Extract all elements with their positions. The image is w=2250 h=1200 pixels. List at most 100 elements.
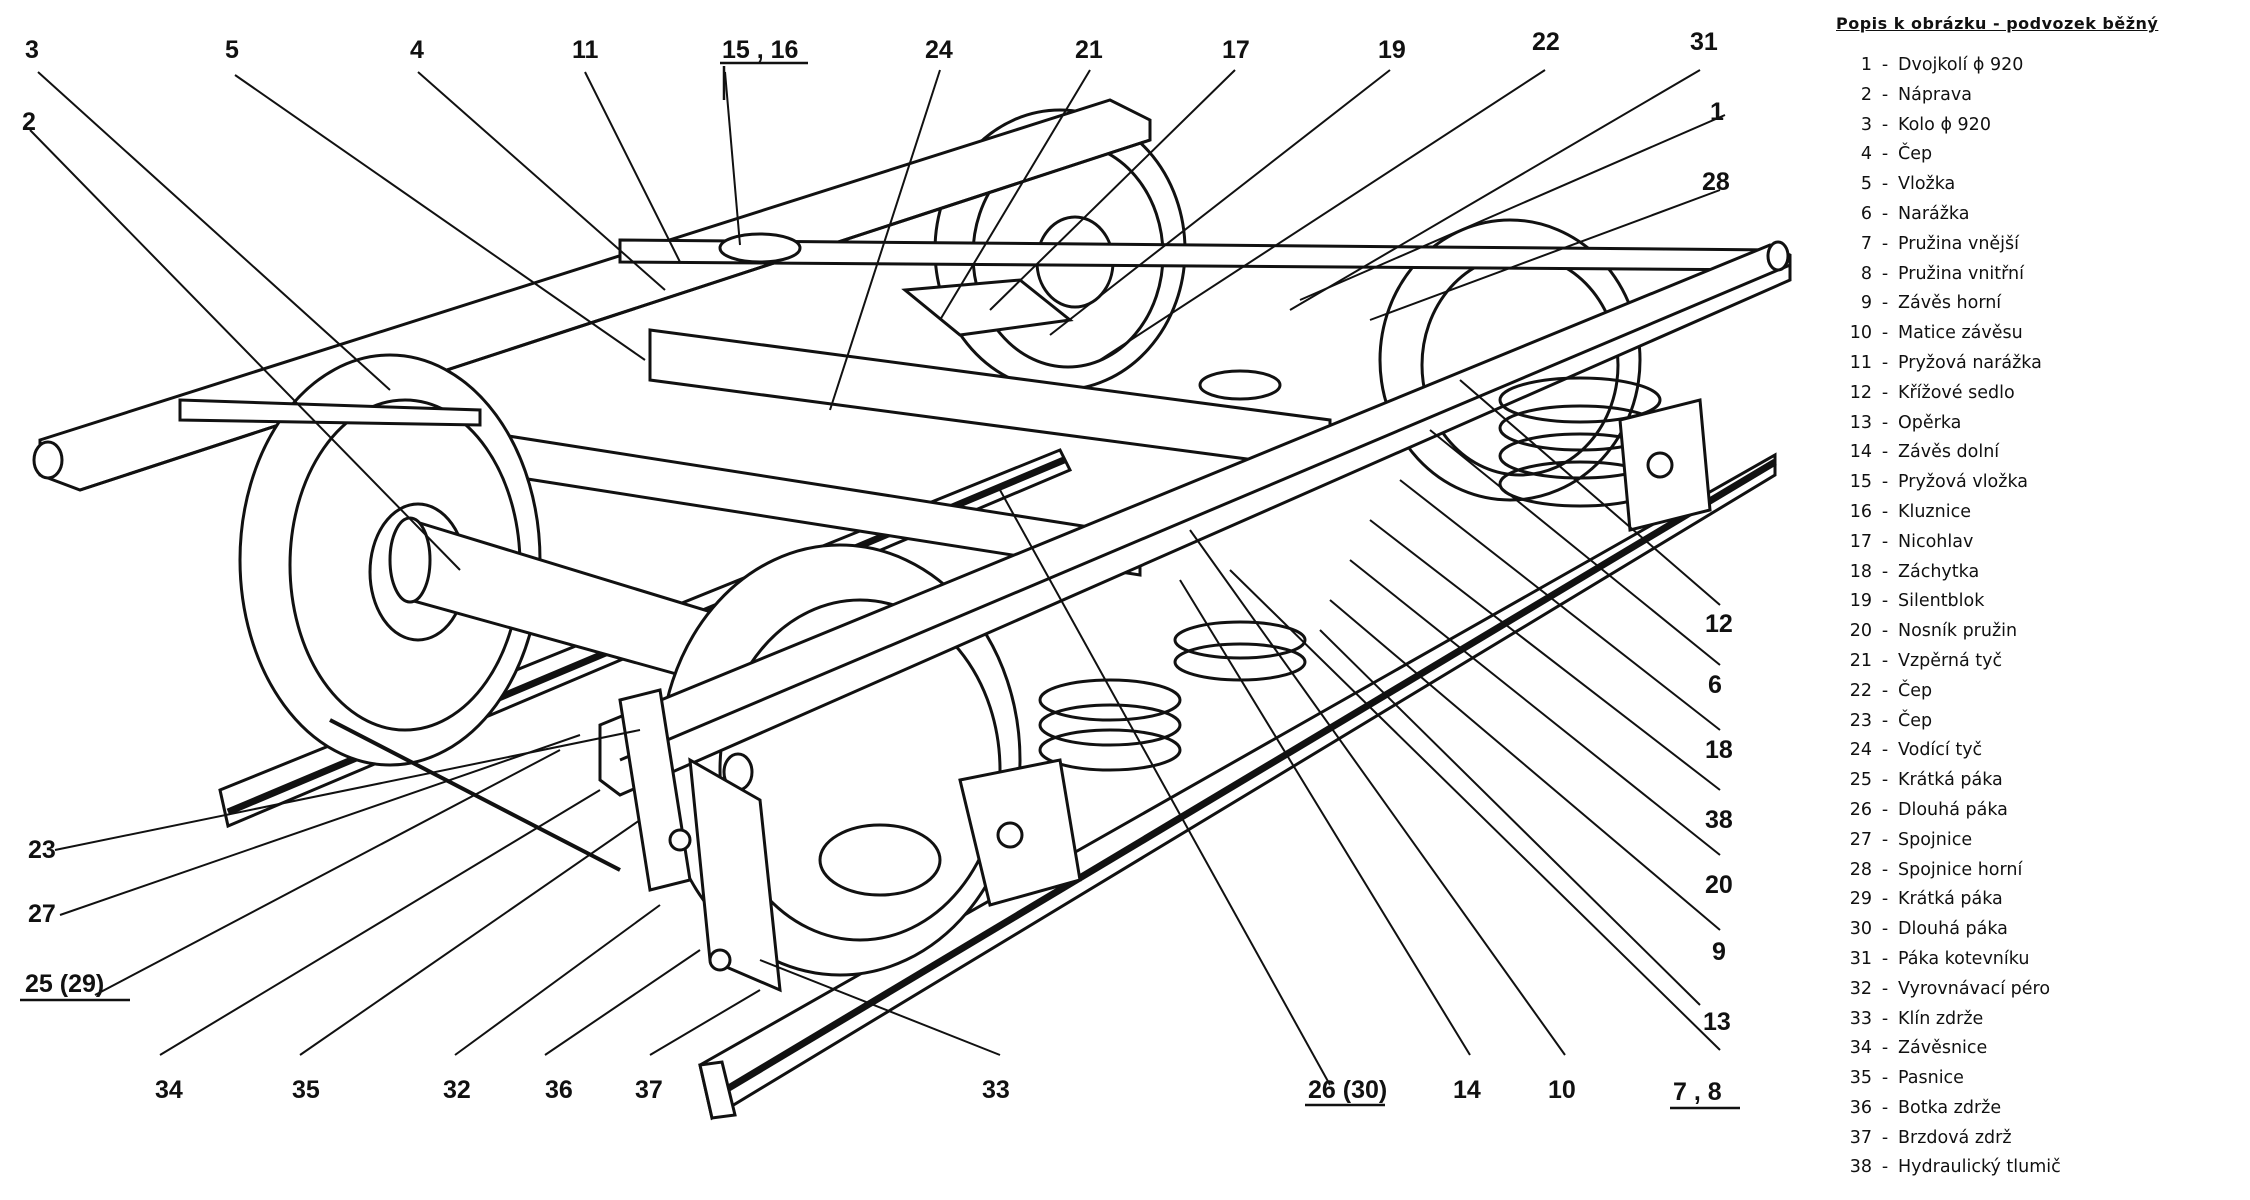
legend-item-dash: -: [1881, 859, 1889, 880]
legend-item-label: Pružina vnější: [1898, 233, 2020, 254]
callout-36: 36: [545, 1076, 573, 1104]
legend-item-number: 28: [1849, 859, 1872, 880]
callout-21: 21: [1075, 36, 1103, 64]
legend-item-dash: -: [1881, 978, 1889, 999]
legend-item-label: Vložka: [1898, 174, 1956, 195]
legend-item: 2-Náprava: [1836, 81, 2236, 111]
legend-item-dash: -: [1881, 412, 1889, 433]
legend-item: 23-Čep: [1836, 707, 2236, 737]
legend-item-number: 25: [1849, 770, 1872, 791]
legend-item-number: 6: [1860, 203, 1872, 224]
callout-38: 38: [1705, 806, 1733, 834]
legend-item: 18-Záchytka: [1836, 558, 2236, 588]
axle-box-rear: [1618, 398, 1712, 532]
legend-item-label: Dlouhá páka: [1898, 799, 2008, 820]
legend-item-label: Náprava: [1898, 84, 1972, 105]
legend-item-dash: -: [1881, 1038, 1889, 1059]
axle-front: [388, 516, 772, 702]
legend-item-dash: -: [1881, 799, 1889, 820]
legend-item-label: Spojnice horní: [1898, 859, 2023, 880]
legend-item-dash: -: [1881, 621, 1889, 642]
legend-item: 26-Dlouhá páka: [1836, 796, 2236, 826]
legend-item: 9-Závěs horní: [1836, 289, 2236, 319]
parts-legend: Popis k obrázku - podvozek běžný 1-Dvojk…: [1836, 14, 2236, 1183]
callouts: 3 2 5 4 11 15 , 16 24 21 17 19 22 31 1 2…: [22, 28, 1733, 1106]
legend-item-number: 5: [1860, 174, 1872, 195]
legend-item-number: 20: [1849, 621, 1872, 642]
legend-item-dash: -: [1881, 919, 1889, 940]
legend-item-dash: -: [1881, 84, 1889, 105]
legend-item-number: 34: [1849, 1038, 1872, 1059]
legend-item-label: Závěs dolní: [1898, 442, 2000, 463]
leader-lines: [29, 69, 1726, 1086]
legend-item: 19-Silentblok: [1836, 587, 2236, 617]
legend-item: 28-Spojnice horní: [1836, 856, 2236, 886]
legend-item: 31-Páka kotevníku: [1836, 945, 2236, 975]
callout-15-16: 15 , 16: [722, 36, 798, 64]
callout-37: 37: [635, 1076, 663, 1104]
rail-front: [698, 452, 1777, 1121]
legend-item: 22-Čep: [1836, 677, 2236, 707]
legend-item-label: Nicohlav: [1898, 531, 1974, 552]
legend-item-label: Dvojkolí ϕ 920: [1898, 55, 2024, 75]
legend-item-label: Krátká páka: [1898, 770, 2003, 791]
callout-2: 2: [22, 108, 36, 136]
side-frame-near: [598, 240, 1792, 797]
legend-item-label: Nosník pružin: [1898, 621, 2018, 642]
callout-34: 34: [155, 1076, 183, 1104]
legend-item-label: Spojnice: [1898, 829, 1973, 850]
legend-item-dash: -: [1881, 501, 1889, 522]
callout-25-29: 25 (29): [25, 970, 104, 998]
callout-4: 4: [410, 36, 424, 64]
legend-item-number: 12: [1849, 382, 1872, 403]
legend-item-dash: -: [1881, 174, 1889, 195]
legend-item-label: Čep: [1898, 710, 1933, 731]
legend-item-dash: -: [1881, 203, 1889, 224]
legend-item: 35-Pasnice: [1836, 1064, 2236, 1094]
legend-item-dash: -: [1881, 352, 1889, 373]
callout-26-30: 26 (30): [1308, 1076, 1387, 1104]
legend-item-label: Matice závěsu: [1898, 323, 2023, 344]
legend-item-label: Pryžová vložka: [1898, 472, 2028, 493]
legend-item-number: 10: [1849, 323, 1872, 344]
legend-item-number: 9: [1860, 293, 1872, 314]
legend-item-dash: -: [1881, 710, 1889, 731]
legend-item: 30-Dlouhá páka: [1836, 915, 2236, 945]
legend-item: 4-Čep: [1836, 140, 2236, 170]
legend-item-number: 35: [1849, 1068, 1872, 1089]
legend-item-label: Kluznice: [1898, 501, 1971, 522]
legend-item-label: Brzdová zdrž: [1898, 1127, 2012, 1148]
legend-item-number: 27: [1849, 829, 1872, 850]
callout-11: 11: [572, 36, 599, 64]
legend-item-label: Opěrka: [1898, 412, 1962, 433]
callout-9: 9: [1712, 938, 1726, 966]
callout-1: 1: [1710, 98, 1724, 126]
legend-item-number: 13: [1849, 412, 1872, 433]
legend-item-number: 26: [1849, 799, 1872, 820]
callout-19: 19: [1378, 36, 1406, 64]
legend-item-label: Silentblok: [1898, 591, 1985, 612]
legend-item-number: 31: [1849, 948, 1872, 969]
legend-item: 32-Vyrovnávací péro: [1836, 975, 2236, 1005]
legend-item-label: Čep: [1898, 680, 1933, 701]
legend-item-dash: -: [1881, 680, 1889, 701]
callout-28: 28: [1702, 168, 1730, 196]
legend-item: 12-Křížové sedlo: [1836, 379, 2236, 409]
legend-item-number: 14: [1849, 442, 1872, 463]
callout-32: 32: [443, 1076, 471, 1104]
axle-box-front: [958, 758, 1082, 907]
legend-item: 25-Krátká páka: [1836, 766, 2236, 796]
legend-item-dash: -: [1881, 55, 1889, 75]
legend-item: 16-Kluznice: [1836, 498, 2236, 528]
legend-item: 29-Krátká páka: [1836, 885, 2236, 915]
bolster-pivots: [178, 232, 1282, 427]
callout-17: 17: [1222, 36, 1250, 64]
legend-item-number: 15: [1849, 472, 1872, 493]
legend-item-number: 24: [1849, 740, 1872, 761]
legend-item: 36-Botka zdrže: [1836, 1094, 2236, 1124]
callout-24: 24: [925, 36, 953, 64]
legend-item-label: Vodící tyč: [1898, 740, 1983, 761]
legend-item-label: Závěsnice: [1898, 1038, 1988, 1059]
legend-item: 17-Nicohlav: [1836, 528, 2236, 558]
legend-item-label: Hydraulický tlumič: [1898, 1157, 2061, 1178]
